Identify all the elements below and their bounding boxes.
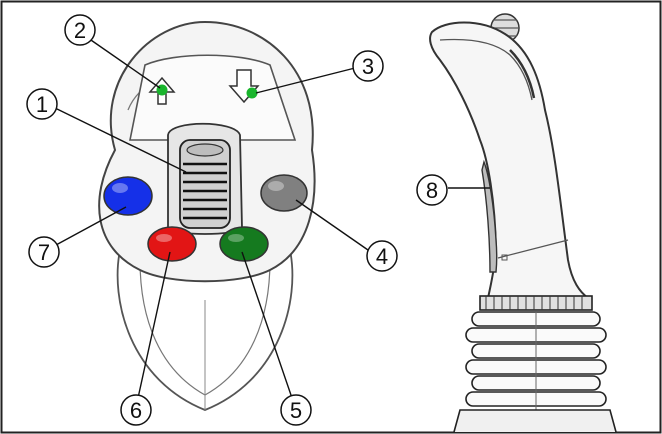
red-button-highlight <box>156 234 172 242</box>
blue-button[interactable] <box>103 176 153 216</box>
trigger-button-8[interactable] <box>481 159 498 273</box>
grey-button-highlight <box>268 181 284 191</box>
svg-text:2: 2 <box>74 18 86 43</box>
red-button[interactable] <box>147 226 197 262</box>
grey-button[interactable] <box>260 174 308 212</box>
handle-top-contour <box>439 38 533 101</box>
svg-text:8: 8 <box>426 178 438 203</box>
callout-8: 8 <box>416 174 448 206</box>
led-down <box>246 87 258 99</box>
roller-switch-icon[interactable] <box>179 139 231 229</box>
leader-lines <box>54 37 490 399</box>
callout-3: 3 <box>352 50 384 82</box>
svg-text:3: 3 <box>362 54 374 79</box>
arrow-panel <box>129 54 297 141</box>
svg-text:1: 1 <box>36 92 48 117</box>
handle-screw <box>501 254 508 261</box>
svg-text:7: 7 <box>38 240 50 265</box>
blue-button-highlight <box>112 183 128 193</box>
callout-1: 1 <box>26 88 58 120</box>
svg-text:4: 4 <box>376 244 388 269</box>
green-button-highlight <box>228 234 244 242</box>
callout-2: 2 <box>64 14 96 46</box>
callout-5: 5 <box>280 394 312 426</box>
roller-ridges <box>183 162 227 220</box>
svg-text:6: 6 <box>130 398 142 423</box>
callout-6: 6 <box>120 394 152 426</box>
joystick-side-view <box>429 13 617 433</box>
handle-seam <box>497 239 569 259</box>
collar-teeth <box>485 296 583 310</box>
handle-collar <box>479 295 593 311</box>
base-plate <box>453 409 617 433</box>
rear-trigger-edge <box>509 49 536 99</box>
svg-text:5: 5 <box>290 398 302 423</box>
callout-4: 4 <box>366 240 398 272</box>
callout-7: 7 <box>28 236 60 268</box>
green-button[interactable] <box>219 226 269 262</box>
joystick-front-view <box>98 20 316 411</box>
